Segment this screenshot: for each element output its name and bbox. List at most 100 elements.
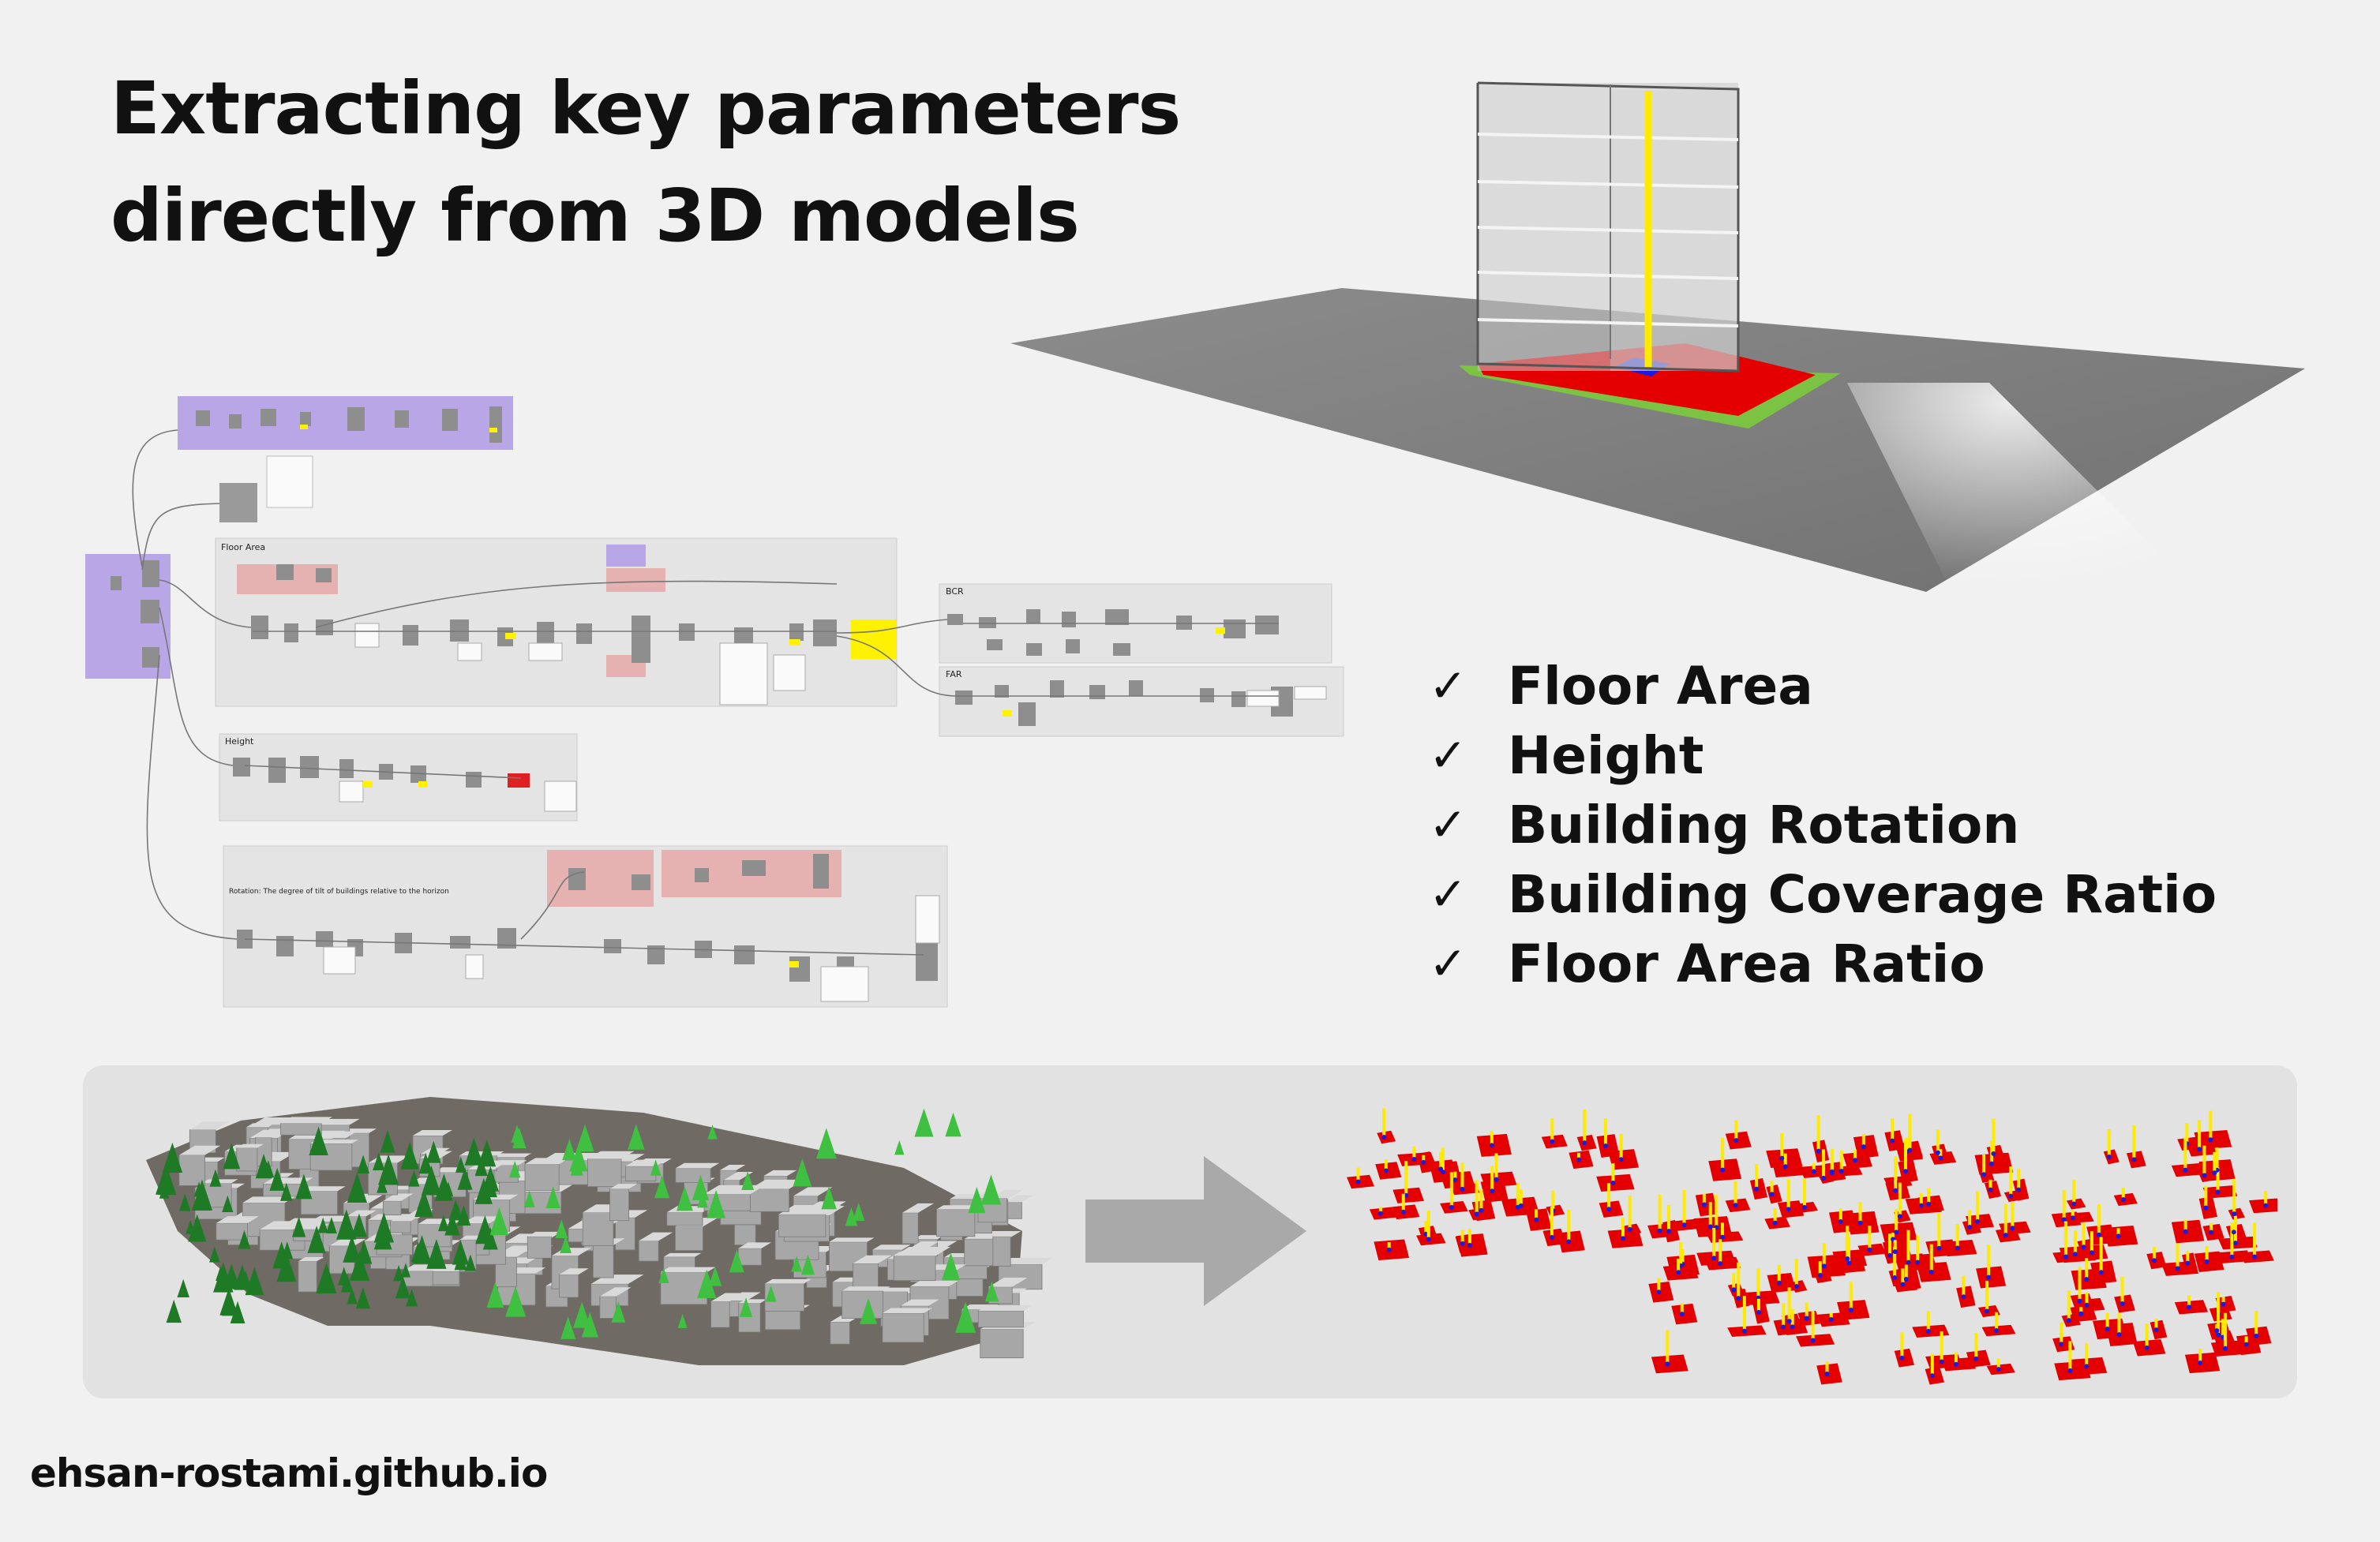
core-dot bbox=[1679, 1312, 1685, 1317]
core-dot bbox=[1666, 1229, 1672, 1234]
tree bbox=[455, 1156, 467, 1173]
core-dot bbox=[1829, 1169, 1835, 1174]
core-dot bbox=[1400, 1209, 1406, 1215]
tree bbox=[408, 1170, 420, 1187]
city-building bbox=[1005, 1195, 1034, 1219]
core-dot bbox=[1460, 1241, 1465, 1246]
core-dot bbox=[2077, 1298, 2082, 1304]
footprint bbox=[1369, 1207, 1396, 1220]
tree bbox=[355, 1239, 373, 1264]
core-dot bbox=[2081, 1244, 2086, 1250]
tree bbox=[393, 1264, 404, 1282]
tree bbox=[697, 1269, 717, 1299]
core-dot bbox=[1907, 1147, 1913, 1153]
core-dot bbox=[1925, 1328, 1931, 1334]
core-dot bbox=[1790, 1324, 1795, 1330]
core-dot bbox=[1657, 1228, 1662, 1233]
tree bbox=[464, 1137, 484, 1166]
core-dot bbox=[2231, 1229, 2236, 1235]
core-dot bbox=[2222, 1346, 2228, 1351]
core-dot bbox=[2070, 1215, 2075, 1221]
tree bbox=[347, 1173, 367, 1203]
core-dot bbox=[1986, 1274, 1992, 1280]
core-dot bbox=[1973, 1356, 1979, 1361]
city-building bbox=[893, 1246, 951, 1282]
core-dot bbox=[1718, 1261, 1723, 1267]
core-dot bbox=[2209, 1229, 2214, 1235]
core-dot bbox=[2067, 1368, 2073, 1373]
core-dot bbox=[1899, 1355, 1905, 1360]
tree bbox=[658, 1267, 669, 1284]
parameter-map-output bbox=[1347, 1108, 2277, 1385]
tree bbox=[505, 1286, 527, 1317]
tree bbox=[291, 1216, 306, 1237]
core-dot bbox=[1801, 1204, 1807, 1210]
core-dot bbox=[1786, 1207, 1791, 1212]
city-building bbox=[582, 1204, 627, 1247]
tree bbox=[216, 1266, 226, 1282]
core-dot bbox=[1955, 1245, 1960, 1251]
core-dot bbox=[2084, 1302, 2090, 1308]
tree bbox=[800, 1254, 815, 1275]
core-dot bbox=[1848, 1308, 1853, 1313]
tree bbox=[793, 1158, 812, 1187]
core-dot bbox=[2078, 1311, 2084, 1316]
core-dot bbox=[1928, 1269, 1934, 1274]
core-dot bbox=[1894, 1229, 1899, 1235]
city-building bbox=[710, 1293, 744, 1328]
footprint bbox=[1905, 1196, 1942, 1215]
tree bbox=[523, 1190, 535, 1208]
tree bbox=[765, 1285, 777, 1302]
core-dot bbox=[1438, 1166, 1444, 1172]
core-dot bbox=[1993, 1328, 1999, 1334]
tree bbox=[238, 1229, 251, 1249]
city-building bbox=[587, 1151, 635, 1188]
core-dot bbox=[1411, 1156, 1417, 1162]
core-dot bbox=[2214, 1328, 2220, 1334]
core-dot bbox=[2185, 1260, 2191, 1266]
footprint bbox=[1648, 1282, 1674, 1303]
group-label-height: Height bbox=[225, 736, 254, 747]
footprint bbox=[1956, 1286, 1976, 1308]
city-building bbox=[882, 1308, 932, 1343]
core-dot bbox=[2063, 1254, 2068, 1259]
tree bbox=[406, 1289, 418, 1307]
core-dot bbox=[1779, 1155, 1785, 1161]
tree bbox=[860, 1297, 878, 1324]
tree bbox=[692, 1174, 710, 1200]
core-dot bbox=[1838, 1219, 1843, 1225]
core-dot bbox=[1918, 1203, 1924, 1208]
tree bbox=[255, 1154, 272, 1179]
parameter-checklist: ✓ Floor Area ✓ Height ✓ Building Rotatio… bbox=[1429, 651, 2217, 998]
core-dot bbox=[1966, 1224, 1972, 1229]
footprint bbox=[2103, 1226, 2138, 1247]
core-dot bbox=[2061, 1217, 2067, 1222]
core-dot bbox=[1701, 1202, 1707, 1207]
core-dot bbox=[1810, 1338, 1816, 1343]
tree bbox=[482, 1227, 498, 1250]
tree bbox=[230, 1301, 245, 1323]
checklist-item: ✓ Height bbox=[1429, 720, 2217, 790]
tree bbox=[555, 1219, 568, 1238]
tree bbox=[350, 1251, 370, 1281]
tree bbox=[272, 1241, 291, 1269]
core-dot bbox=[1566, 1239, 1572, 1244]
ground-glow bbox=[1847, 383, 2171, 588]
footprint bbox=[1727, 1282, 1745, 1297]
tree bbox=[316, 1262, 337, 1294]
title-line-1: Extracting key parameters bbox=[111, 66, 1181, 151]
core-dot bbox=[1981, 1172, 1987, 1177]
tree bbox=[955, 1301, 976, 1333]
core-dot bbox=[1753, 1186, 1759, 1192]
checklist-item-label: Building Coverage Ratio bbox=[1508, 863, 2217, 925]
core-dot bbox=[1460, 1186, 1465, 1192]
footprint bbox=[1894, 1210, 1911, 1223]
tree bbox=[438, 1215, 449, 1232]
footprint bbox=[2114, 1294, 2135, 1313]
core-dot bbox=[1720, 1167, 1726, 1173]
footprint bbox=[1977, 1166, 1995, 1184]
group-label-rotation: Rotation: The degree of tilt of building… bbox=[229, 888, 449, 896]
core-dot bbox=[1707, 1224, 1713, 1229]
check-icon: ✓ bbox=[1429, 659, 1467, 713]
core-dot bbox=[1606, 1207, 1612, 1212]
